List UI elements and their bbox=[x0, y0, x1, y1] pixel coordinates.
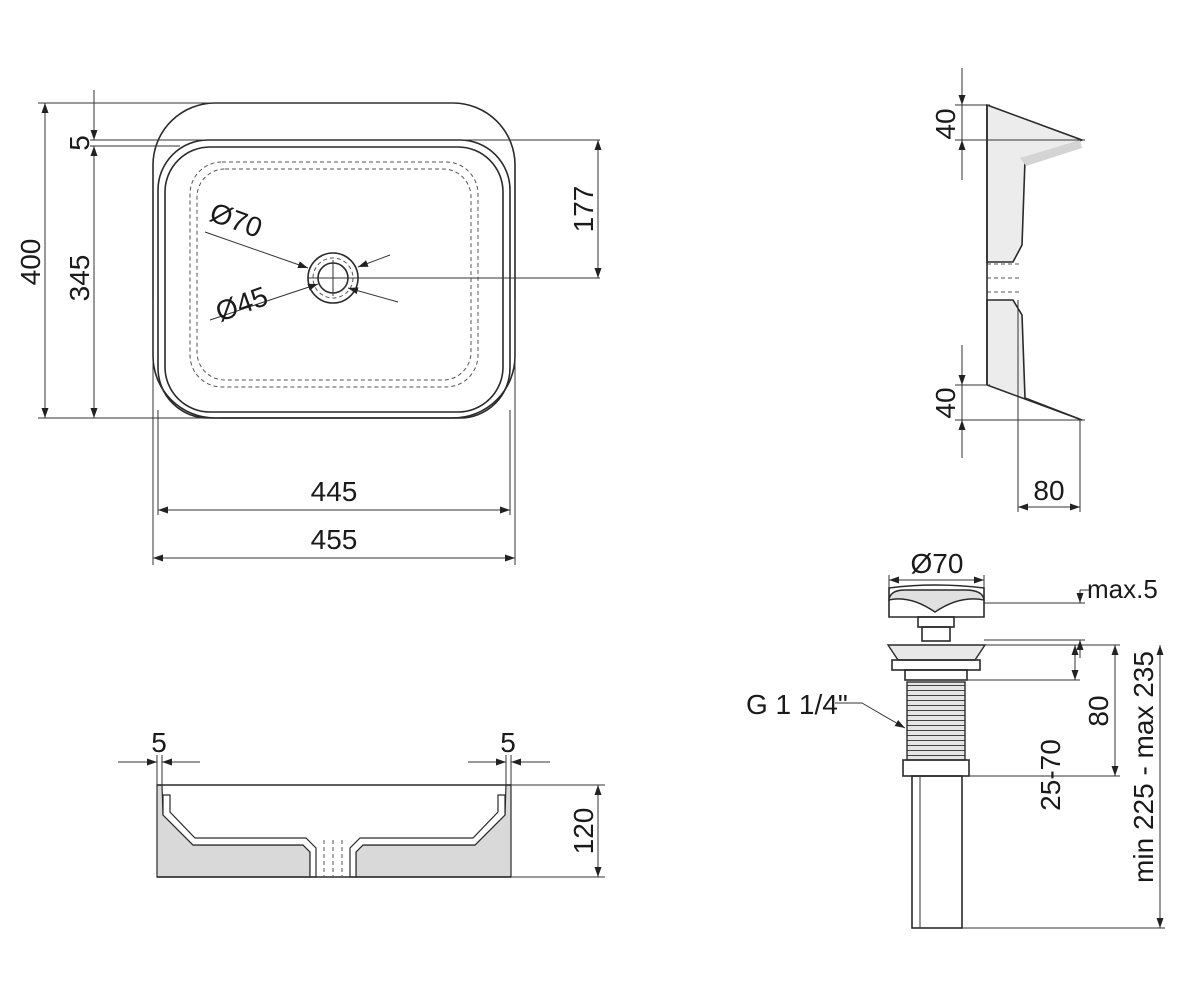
basin-bottom-dashed bbox=[189, 161, 479, 388]
dim-dr-2570-label: 25-70 bbox=[1035, 739, 1066, 811]
basin-bowl-outline bbox=[164, 146, 504, 413]
dim-445-label: 445 bbox=[311, 476, 358, 507]
dim-fs-right-label: 5 bbox=[500, 727, 516, 758]
drain-stem-2 bbox=[921, 626, 951, 642]
front-section: 5 5 120 bbox=[118, 727, 605, 878]
dim-dr-70-label: Ø70 bbox=[911, 548, 964, 579]
dim-455-label: 455 bbox=[311, 524, 358, 555]
dia45-leader-out bbox=[347, 287, 399, 303]
dim-fs-120-label: 120 bbox=[568, 808, 599, 855]
drain-cap-top bbox=[888, 589, 985, 613]
drain-tailpipe bbox=[911, 775, 963, 929]
dia45-leader bbox=[209, 283, 319, 321]
drain-stem bbox=[917, 616, 955, 628]
dim-dr-80-label: 80 bbox=[1083, 695, 1114, 726]
top-view: Ø70 Ø45 400 345 5 177 445 455 bbox=[15, 90, 602, 565]
dim-5-label: 5 bbox=[64, 135, 95, 151]
dia70-leader bbox=[204, 231, 309, 269]
dim-dr-gap-label: max.5 bbox=[1087, 574, 1158, 604]
dia70-label: Ø70 bbox=[206, 197, 266, 244]
thread-label: G 1 1/4" bbox=[746, 689, 848, 720]
side-wall-bottom bbox=[986, 299, 1083, 421]
dia70-leader-out bbox=[357, 254, 391, 268]
drain-thread bbox=[906, 681, 966, 761]
drain-flange-ring bbox=[891, 659, 981, 671]
side-wall-shading bbox=[1020, 140, 1082, 166]
dim-side-80-label: 80 bbox=[1033, 475, 1064, 506]
side-view: 40 40 80 bbox=[930, 68, 1085, 512]
dim-side-top-label: 40 bbox=[930, 108, 961, 139]
drain-assembly: Ø70 max.5 G 1 1/4" 80 25-70 min 225 - ma… bbox=[746, 548, 1165, 929]
drain-nut bbox=[904, 669, 968, 681]
drain-flange bbox=[886, 644, 987, 661]
dim-fs-left-label: 5 bbox=[151, 727, 167, 758]
dim-400-label: 400 bbox=[15, 239, 46, 286]
dia45-label: Ø45 bbox=[211, 280, 271, 327]
dim-345-label: 345 bbox=[64, 255, 95, 302]
dim-177-label: 177 bbox=[568, 186, 599, 233]
side-wall-top bbox=[986, 103, 1085, 263]
thread-leader bbox=[861, 702, 906, 729]
drain-thread-nut bbox=[902, 759, 970, 777]
basin-outer-outline bbox=[152, 102, 516, 419]
dim-side-bot-label: 40 bbox=[930, 387, 961, 418]
basin-bottom-dashed-2 bbox=[196, 168, 472, 381]
dim-dr-total-label: min 225 - max 235 bbox=[1128, 651, 1159, 883]
